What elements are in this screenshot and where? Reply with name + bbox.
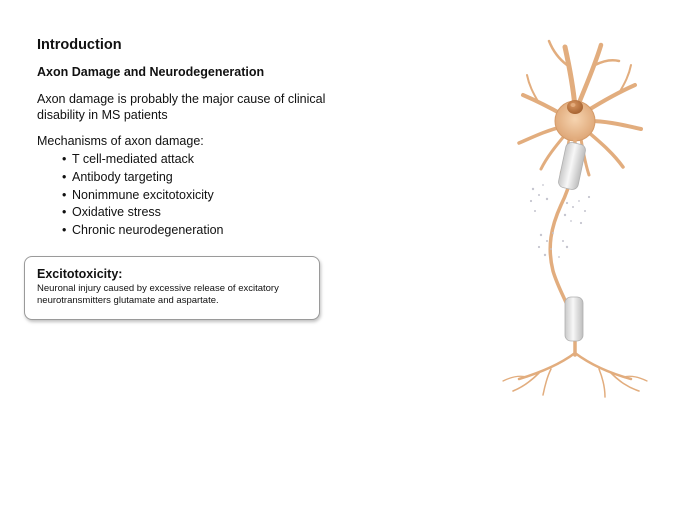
slide-subtitle: Axon Damage and Neurodegeneration <box>37 65 265 79</box>
slide-title: Introduction <box>37 37 122 53</box>
list-item: •Antibody targeting <box>62 169 224 187</box>
bullet-icon: • <box>62 152 67 166</box>
mechanisms-heading: Mechanisms of axon damage: <box>37 134 204 148</box>
myelin-debris <box>529 184 591 258</box>
bullet-icon: • <box>62 187 67 202</box>
definition-box: Excitotoxicity: Neuronal injury caused b… <box>24 256 320 320</box>
list-item: •T cell-mediated attack <box>62 151 224 169</box>
list-item: •Oxidative stress <box>62 204 224 222</box>
axon-terminals <box>502 351 648 398</box>
nucleus <box>567 100 583 114</box>
neuron-illustration-icon <box>502 39 648 398</box>
bullet-icon: • <box>62 205 67 220</box>
definition-text: Neuronal injury caused by excessive rele… <box>37 283 279 306</box>
myelin-sheath-upper <box>558 142 586 190</box>
definition-term: Excitotoxicity: <box>37 267 123 281</box>
list-item: •Chronic neurodegeneration <box>62 222 224 240</box>
intro-paragraph: Axon damage is probably the major cause … <box>37 92 326 122</box>
mechanisms-list: •T cell-mediated attack •Antibody target… <box>62 151 224 240</box>
list-item: •Nonimmune excitotoxicity <box>62 187 224 205</box>
bullet-icon: • <box>62 169 67 184</box>
myelin-sheath-lower <box>564 296 584 342</box>
bullet-icon: • <box>62 223 67 238</box>
